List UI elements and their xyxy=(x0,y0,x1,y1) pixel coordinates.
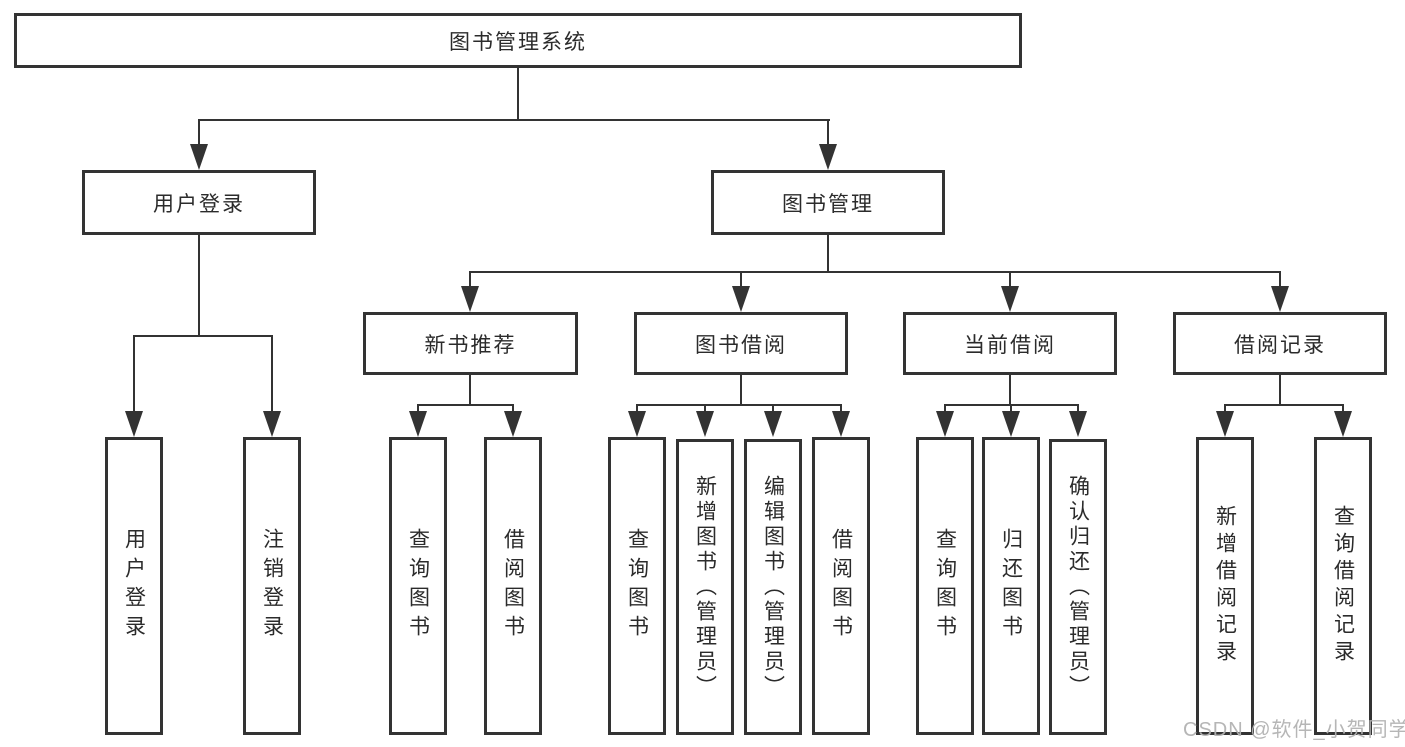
leaf-query-borrow-record: 查询借阅记录 xyxy=(1314,437,1372,735)
arrowhead-book-mgmt xyxy=(819,144,837,170)
arrowhead-g3c3 xyxy=(764,411,782,437)
connector-drop-current-borrow xyxy=(1009,271,1011,288)
connector-user-login-branch xyxy=(133,335,273,337)
node-new-book-recommend-label: 新书推荐 xyxy=(424,333,517,357)
arrowhead-borrow-records xyxy=(1271,286,1289,312)
connector-level3-branch xyxy=(469,271,1281,273)
connector-drop-borrow-records xyxy=(1279,271,1281,288)
arrowhead-book-borrow xyxy=(732,286,750,312)
arrowhead-g2c2 xyxy=(504,411,522,437)
connector-book-borrow-branch xyxy=(636,404,842,406)
arrowhead-g4c1 xyxy=(936,411,954,437)
node-book-borrow-label: 图书借阅 xyxy=(695,333,787,357)
leaf-confirm-return-admin-label: 确认归还（管理员） xyxy=(1066,474,1090,700)
leaf-recommend-query-books: 查询图书 xyxy=(389,437,447,735)
leaf-add-borrow-record-label: 新增借阅记录 xyxy=(1213,505,1237,667)
arrowhead-g5c2 xyxy=(1334,411,1352,437)
connector-drop-book-mgmt xyxy=(827,119,829,147)
arrowhead-g5c1 xyxy=(1216,411,1234,437)
connector-drop-logout-leaf xyxy=(271,335,273,413)
arrowhead-g3c1 xyxy=(628,411,646,437)
node-root: 图书管理系统 xyxy=(14,13,1022,68)
csdn-watermark-text: CSDN @软件_小贺同学 xyxy=(1183,719,1405,741)
connector-drop-g4c3 xyxy=(1077,404,1079,413)
arrowhead-g3c2 xyxy=(696,411,714,437)
connector-borrow-records-branch xyxy=(1224,404,1342,406)
leaf-confirm-return-admin: 确认归还（管理员） xyxy=(1049,439,1107,735)
arrowhead-login-leaf xyxy=(125,411,143,437)
leaf-add-borrow-record: 新增借阅记录 xyxy=(1196,437,1254,735)
leaf-current-query-books-label: 查询图书 xyxy=(933,528,957,644)
arrowhead-g3c4 xyxy=(832,411,850,437)
leaf-current-query-books: 查询图书 xyxy=(916,437,974,735)
arrowhead-current-borrow xyxy=(1001,286,1019,312)
connector-drop-g5c1 xyxy=(1224,404,1226,413)
connector-drop-g4c1 xyxy=(944,404,946,413)
connector-drop-g4c2 xyxy=(1010,404,1012,413)
connector-drop-g3c2 xyxy=(704,404,706,413)
leaf-return-books-label: 归还图书 xyxy=(999,528,1023,644)
connector-drop-book-borrow xyxy=(740,271,742,288)
leaf-recommend-query-books-label: 查询图书 xyxy=(406,528,430,644)
connector-root-stem xyxy=(517,68,519,120)
leaf-query-borrow-record-label: 查询借阅记录 xyxy=(1331,505,1355,667)
connector-current-borrow-stem xyxy=(1009,375,1011,406)
leaf-borrow-query-books-label: 查询图书 xyxy=(625,528,649,644)
connector-new-book-stem xyxy=(469,375,471,406)
connector-drop-g3c3 xyxy=(772,404,774,413)
csdn-watermark: CSDN @软件_小贺同学 xyxy=(1183,713,1405,742)
leaf-user-login-label: 用户登录 xyxy=(122,528,146,644)
leaf-logout-label: 注销登录 xyxy=(260,528,284,644)
node-borrow-records: 借阅记录 xyxy=(1173,312,1387,375)
connector-drop-g5c2 xyxy=(1342,404,1344,413)
connector-borrow-records-stem xyxy=(1279,375,1281,406)
leaf-edit-books-admin-label: 编辑图书（管理员） xyxy=(761,474,785,700)
leaf-recommend-borrow-books: 借阅图书 xyxy=(484,437,542,735)
leaf-edit-books-admin: 编辑图书（管理员） xyxy=(744,439,802,735)
node-new-book-recommend: 新书推荐 xyxy=(363,312,578,375)
connector-drop-user-login xyxy=(198,119,200,147)
node-book-mgmt-label: 图书管理 xyxy=(782,192,874,216)
leaf-user-login: 用户登录 xyxy=(105,437,163,735)
connector-drop-g3c1 xyxy=(636,404,638,413)
leaf-logout: 注销登录 xyxy=(243,437,301,735)
node-user-login-label: 用户登录 xyxy=(153,192,245,216)
connector-drop-g2c2 xyxy=(512,404,514,413)
leaf-borrow-query-books: 查询图书 xyxy=(608,437,666,735)
connector-drop-new-book xyxy=(469,271,471,288)
leaf-recommend-borrow-books-label: 借阅图书 xyxy=(501,528,525,644)
connector-book-mgmt-stem xyxy=(827,235,829,272)
arrowhead-user-login xyxy=(190,144,208,170)
leaf-borrow-books: 借阅图书 xyxy=(812,437,870,735)
node-user-login: 用户登录 xyxy=(82,170,316,235)
node-book-borrow: 图书借阅 xyxy=(634,312,848,375)
connector-drop-g3c4 xyxy=(840,404,842,413)
connector-drop-login-leaf xyxy=(133,335,135,413)
leaf-borrow-books-label: 借阅图书 xyxy=(829,528,853,644)
connector-drop-g2c1 xyxy=(417,404,419,413)
leaf-add-books-admin: 新增图书（管理员） xyxy=(676,439,734,735)
arrowhead-g4c2 xyxy=(1002,411,1020,437)
node-borrow-records-label: 借阅记录 xyxy=(1234,333,1326,357)
node-current-borrow: 当前借阅 xyxy=(903,312,1117,375)
connector-new-book-branch xyxy=(417,404,514,406)
leaf-add-books-admin-label: 新增图书（管理员） xyxy=(693,474,717,700)
arrowhead-g2c1 xyxy=(409,411,427,437)
arrowhead-logout-leaf xyxy=(263,411,281,437)
node-book-mgmt: 图书管理 xyxy=(711,170,945,235)
arrowhead-g4c3 xyxy=(1069,411,1087,437)
connector-book-borrow-stem xyxy=(740,375,742,406)
node-current-borrow-label: 当前借阅 xyxy=(964,333,1056,357)
connector-level2-branch xyxy=(198,119,830,121)
leaf-return-books: 归还图书 xyxy=(982,437,1040,735)
node-root-label: 图书管理系统 xyxy=(449,30,587,54)
connector-user-login-stem xyxy=(198,235,200,337)
arrowhead-new-book xyxy=(461,286,479,312)
